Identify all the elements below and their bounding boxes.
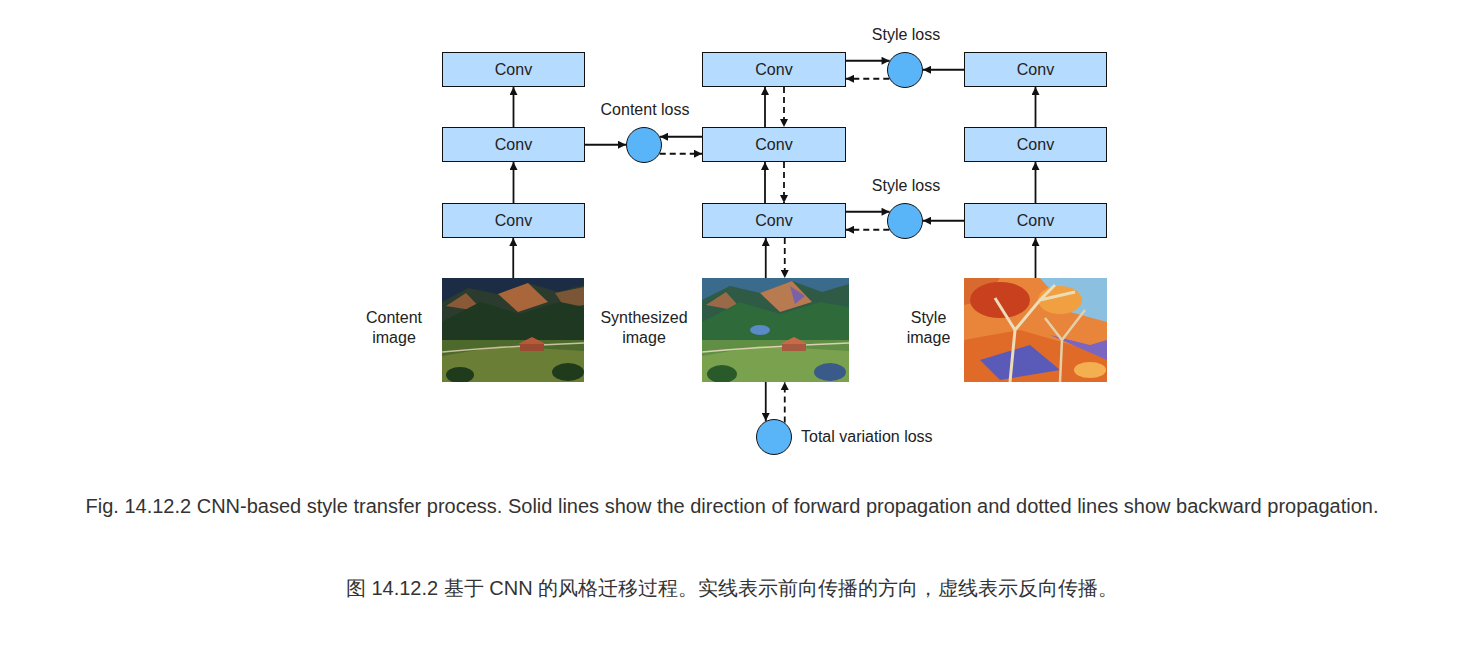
forward-arrow <box>512 238 514 278</box>
layer-label: Conv <box>1017 60 1054 80</box>
backward-arrow <box>784 238 786 278</box>
painting-shape <box>702 343 849 352</box>
loss-label: Style loss <box>872 25 940 45</box>
forward-arrow <box>846 211 890 213</box>
painting-shape <box>702 346 849 382</box>
loss-label: Style loss <box>872 176 940 196</box>
layer-label: Conv <box>495 60 532 80</box>
loss-circle: Total variation loss <box>756 419 792 455</box>
layer-label: Conv <box>1017 211 1054 231</box>
painting-shape <box>964 330 1107 382</box>
conv-box: Conv <box>702 127 846 162</box>
painting-shape <box>814 363 846 381</box>
forward-arrow <box>923 69 964 71</box>
painting-shape <box>780 337 808 344</box>
painting-shape <box>995 285 1075 382</box>
conv-box: Conv <box>702 52 846 87</box>
forward-arrow <box>1035 238 1037 278</box>
painting-shape <box>520 343 544 351</box>
conv-box: Conv <box>964 52 1107 87</box>
loss-label: Total variation loss <box>801 427 933 447</box>
forward-arrow <box>923 220 964 222</box>
conv-box: Conv <box>442 203 585 238</box>
conv-box: Conv <box>964 127 1107 162</box>
backward-arrow <box>846 229 889 231</box>
forward-arrow <box>764 162 766 203</box>
forward-arrow <box>764 87 766 127</box>
forward-arrow <box>1035 87 1037 127</box>
backward-arrow <box>783 162 785 203</box>
loss-circle: Content loss <box>626 127 662 163</box>
painting-shape <box>498 283 548 312</box>
painting-shape <box>750 325 770 335</box>
conv-box: Conv <box>442 52 585 87</box>
forward-arrow <box>660 136 702 138</box>
forward-arrow <box>513 87 515 127</box>
painting-shape <box>964 278 1107 382</box>
synthesized-photo <box>702 278 849 382</box>
painting-shape <box>442 302 584 346</box>
forward-arrow <box>846 60 890 62</box>
backward-arrow <box>784 382 786 423</box>
backward-arrow <box>783 87 785 127</box>
painting-shape <box>552 363 584 381</box>
conv-box: Conv <box>964 203 1107 238</box>
painting-shape <box>702 302 849 346</box>
image-panel: Content image <box>442 278 584 382</box>
backward-arrow <box>846 78 889 80</box>
painting-shape <box>518 337 546 344</box>
layer-label: Conv <box>755 135 792 155</box>
conv-box: Conv <box>442 127 585 162</box>
backward-arrow <box>660 153 702 155</box>
layer-label: Conv <box>755 211 792 231</box>
painting-shape <box>442 346 584 382</box>
forward-arrow <box>1035 162 1037 203</box>
layer-label: Conv <box>495 135 532 155</box>
content-photo <box>442 278 584 382</box>
image-panel: Synthesized image <box>702 278 849 382</box>
image-label: Content image <box>354 308 434 348</box>
painting-shape <box>702 340 849 382</box>
painting-shape <box>707 365 737 382</box>
painting-shape <box>446 367 474 382</box>
image-label: Style image <box>901 308 956 348</box>
painting-shape <box>442 278 584 382</box>
conv-box: Conv <box>702 203 846 238</box>
image-panel: Style image <box>964 278 1107 382</box>
painting-shape <box>970 282 1030 318</box>
style-painting <box>964 278 1107 382</box>
painting-shape <box>1050 335 1107 360</box>
loss-circle: Style loss <box>887 52 923 88</box>
layer-label: Conv <box>495 211 532 231</box>
painting-shape <box>442 343 584 352</box>
forward-arrow <box>585 144 626 146</box>
painting-shape <box>782 343 806 351</box>
forward-arrow <box>513 162 515 203</box>
painting-shape <box>980 345 1060 380</box>
loss-circle: Style loss <box>887 203 923 239</box>
forward-arrow <box>765 238 767 278</box>
painting-shape <box>442 340 584 382</box>
caption-translation: 图 14.12.2 基于 CNN 的风格迁移过程。实线表示前向传播的方向，虚线表… <box>14 572 1450 604</box>
forward-arrow <box>765 382 767 421</box>
layer-label: Conv <box>755 60 792 80</box>
painting-shape <box>790 286 805 304</box>
painting-shape <box>1074 362 1106 378</box>
painting-shape <box>702 278 849 382</box>
figure-caption: Fig. 14.12.2 CNN-based style transfer pr… <box>14 488 1450 524</box>
layer-label: Conv <box>1017 135 1054 155</box>
loss-label: Content loss <box>601 100 690 120</box>
image-label: Synthesized image <box>594 308 694 348</box>
